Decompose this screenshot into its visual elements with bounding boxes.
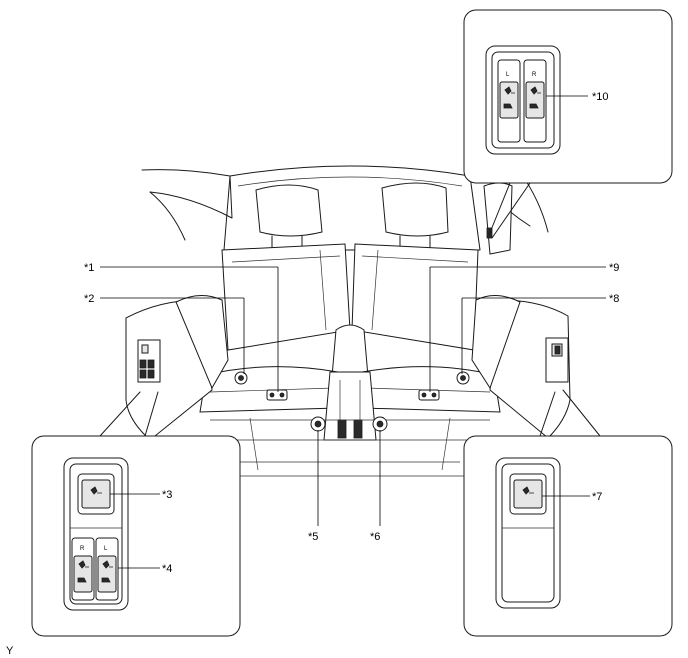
- callout-9: *9: [609, 262, 619, 274]
- seat-components: [234, 371, 470, 432]
- rear-quarter-switch-panel: [483, 182, 513, 255]
- vehicle-interior-illustration: [125, 165, 571, 477]
- callout-5: *5: [308, 531, 318, 543]
- callout-6: *6: [370, 531, 380, 543]
- callout-4: *4: [162, 563, 172, 575]
- switch-letter-top-left: L: [506, 72, 510, 78]
- rear-seatbacks: [221, 243, 479, 401]
- callout-8: *8: [609, 293, 619, 305]
- detail-box-left-door-switches: R L *3 *4: [31, 391, 241, 637]
- callout-10: *10: [592, 91, 609, 103]
- switch-letter-left-panel-right: L: [104, 546, 108, 552]
- callout-3: *3: [162, 489, 172, 501]
- footer-code: Y: [6, 645, 14, 657]
- main-callout-leaders: *1 *2 *9 *8 *5 *6: [84, 262, 619, 543]
- callout-2: *2: [84, 293, 94, 305]
- left-door-trim: [125, 295, 229, 441]
- callout-1: *1: [84, 262, 94, 274]
- switch-letter-left-panel-left: R: [80, 546, 85, 552]
- left-headrest: [255, 184, 323, 251]
- right-headrest: [381, 182, 449, 251]
- switch-letter-top-right: R: [532, 72, 537, 78]
- detail-box-right-door-switch: *7: [463, 389, 673, 637]
- callout-7: *7: [592, 491, 602, 503]
- detail-box-rear-quarter-switches: L R *10: [463, 9, 673, 239]
- right-door-trim: [471, 295, 571, 439]
